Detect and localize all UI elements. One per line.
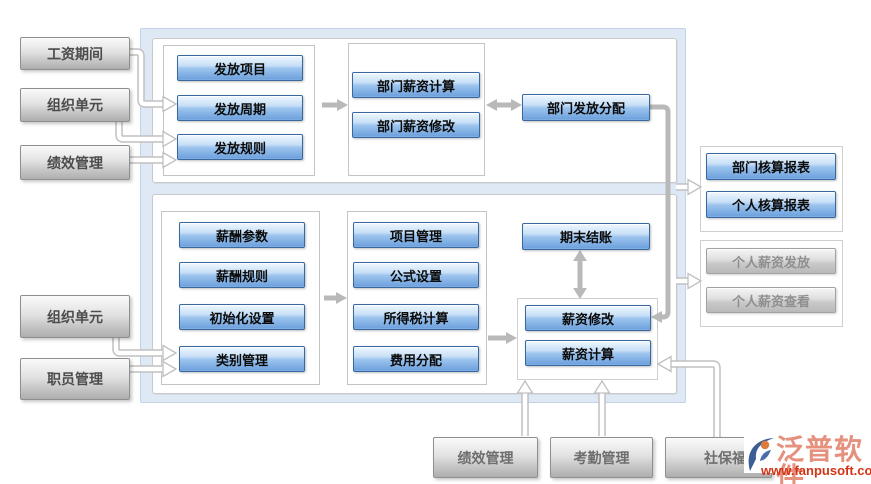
node-payout-cycle-label: 发放周期	[213, 101, 266, 117]
node-expense-allocation: 费用分配	[353, 346, 479, 372]
node-dept-accounting-report: 部门核算报表	[706, 153, 836, 180]
node-project-mgmt: 项目管理	[353, 222, 479, 248]
input-performance-mgmt-left-label: 绩效管理	[47, 154, 103, 171]
node-dept-accounting-report-label: 部门核算报表	[731, 160, 810, 175]
node-dept-salary-edit-label: 部门薪资修改	[376, 118, 455, 134]
node-salary-params: 薪酬参数	[179, 222, 305, 248]
node-salary-params-label: 薪酬参数	[215, 228, 268, 244]
input-salary-period: 工资期间	[20, 37, 130, 70]
input-org-unit-bottom: 组织单元	[20, 295, 130, 338]
node-period-end-closing-label: 期末结账	[559, 230, 612, 245]
input-performance-mgmt-bottom-label: 绩效管理	[457, 449, 514, 466]
node-payout-cycle: 发放周期	[177, 95, 303, 121]
dept-salary-box	[348, 43, 485, 176]
node-payout-rules-label: 发放规则	[213, 140, 266, 156]
node-personal-accounting-report-label: 个人核算报表	[731, 198, 810, 213]
node-salary-rules-label: 薪酬规则	[215, 268, 268, 284]
input-attendance-mgmt-label: 考勤管理	[573, 449, 630, 466]
node-payout-items: 发放项目	[177, 55, 303, 81]
node-expense-allocation-label: 费用分配	[389, 352, 442, 368]
node-personal-salary-payout: 个人薪资发放	[706, 248, 836, 274]
node-init-settings-label: 初始化设置	[209, 310, 275, 326]
node-salary-edit-label: 薪资修改	[561, 311, 614, 327]
node-dept-salary-calc-label: 部门薪资计算	[376, 78, 455, 94]
node-payout-rules: 发放规则	[177, 134, 303, 160]
node-salary-calc: 薪资计算	[525, 340, 651, 366]
node-category-mgmt-label: 类别管理	[215, 352, 268, 368]
node-income-tax-calc: 所得税计算	[353, 304, 479, 330]
input-staff-mgmt-label: 职员管理	[47, 371, 103, 387]
node-category-mgmt: 类别管理	[179, 346, 305, 372]
fanpu-logo-icon	[744, 435, 777, 473]
input-performance-mgmt-left: 绩效管理	[20, 145, 130, 180]
node-project-mgmt-label: 项目管理	[389, 228, 442, 244]
node-dept-salary-calc: 部门薪资计算	[352, 72, 480, 98]
node-dept-payout-allocation-label: 部门发放分配	[546, 101, 625, 116]
fanpu-logo: 泛普软件 www.fanpusoft.com	[744, 433, 871, 484]
input-salary-period-label: 工资期间	[47, 45, 103, 62]
node-formula-settings: 公式设置	[353, 262, 479, 288]
node-salary-edit: 薪资修改	[525, 305, 651, 331]
node-income-tax-calc-label: 所得税计算	[383, 310, 449, 326]
fanpu-brand-text: 泛普软件	[776, 434, 864, 484]
node-personal-salary-view-label: 个人薪资查看	[731, 293, 810, 309]
node-salary-calc-label: 薪资计算	[561, 346, 614, 362]
node-payout-items-label: 发放项目	[213, 61, 266, 77]
input-staff-mgmt: 职员管理	[20, 358, 130, 400]
node-period-end-closing: 期末结账	[522, 223, 650, 250]
input-org-unit-bottom-label: 组织单元	[47, 308, 103, 325]
node-personal-salary-view: 个人薪资查看	[706, 287, 836, 313]
node-init-settings: 初始化设置	[179, 304, 305, 330]
node-dept-salary-edit: 部门薪资修改	[352, 112, 480, 138]
node-formula-settings-label: 公式设置	[389, 268, 442, 284]
node-dept-payout-allocation: 部门发放分配	[522, 94, 650, 121]
input-performance-mgmt-bottom: 绩效管理	[433, 437, 538, 478]
fanpu-website-link[interactable]: www.fanpusoft.com	[761, 463, 871, 478]
input-org-unit-top: 组织单元	[20, 88, 130, 122]
node-personal-salary-payout-label: 个人薪资发放	[731, 254, 810, 270]
node-personal-accounting-report: 个人核算报表	[706, 191, 836, 218]
input-attendance-mgmt: 考勤管理	[550, 437, 653, 478]
node-salary-rules: 薪酬规则	[179, 262, 305, 288]
input-org-unit-top-label: 组织单元	[47, 97, 103, 113]
